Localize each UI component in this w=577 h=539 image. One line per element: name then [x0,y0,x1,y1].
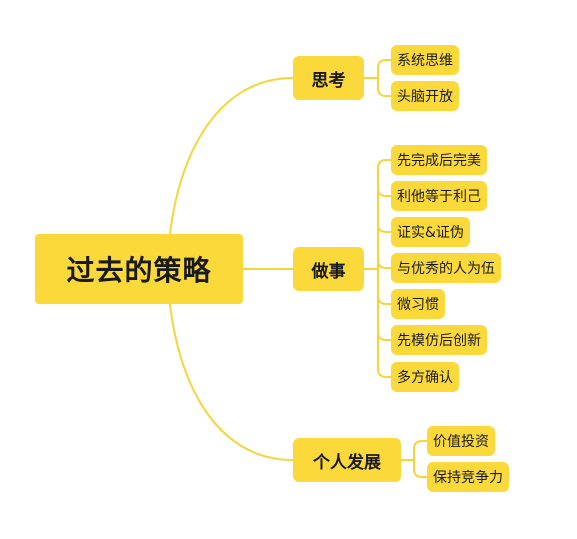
leaf-micro-habits[interactable]: 微习惯 [391,289,445,319]
root-node[interactable]: 过去的策略 [35,234,243,304]
connector-doing-6 [377,331,391,341]
connector-thinking-2 [377,78,391,97]
connector-root-thinking [169,77,294,235]
connector-root-growth [169,303,294,461]
connector-doing-1 [377,159,391,169]
leaf-altruism[interactable]: 利他等于利己 [391,181,487,211]
leaf-open-mind[interactable]: 头脑开放 [391,81,459,111]
branch-personal-growth[interactable]: 个人发展 [293,438,401,482]
leaf-multi-confirm[interactable]: 多方确认 [391,362,459,392]
branch-doing[interactable]: 做事 [293,247,364,291]
leaf-value-investing[interactable]: 价值投资 [427,426,495,456]
connector-doing-7 [377,368,391,378]
connector-growth-1 [413,440,427,460]
leaf-verify-falsify[interactable]: 证实&证伪 [391,217,470,247]
connector-doing-3 [377,223,391,233]
connector-doing-5 [377,295,391,305]
connector-doing-4 [377,259,391,269]
leaf-imitate-then-innovate[interactable]: 先模仿后创新 [391,325,487,355]
leaf-done-before-perfect[interactable]: 先完成后完美 [391,145,487,175]
connector-growth-2 [413,460,427,478]
leaf-excellent-peers[interactable]: 与优秀的人为伍 [391,253,501,283]
connector-doing-2 [377,187,391,197]
connector-thinking-1 [377,59,391,78]
leaf-stay-competitive[interactable]: 保持竞争力 [427,462,509,492]
branch-thinking[interactable]: 思考 [293,56,364,100]
leaf-systems-thinking[interactable]: 系统思维 [391,45,459,75]
